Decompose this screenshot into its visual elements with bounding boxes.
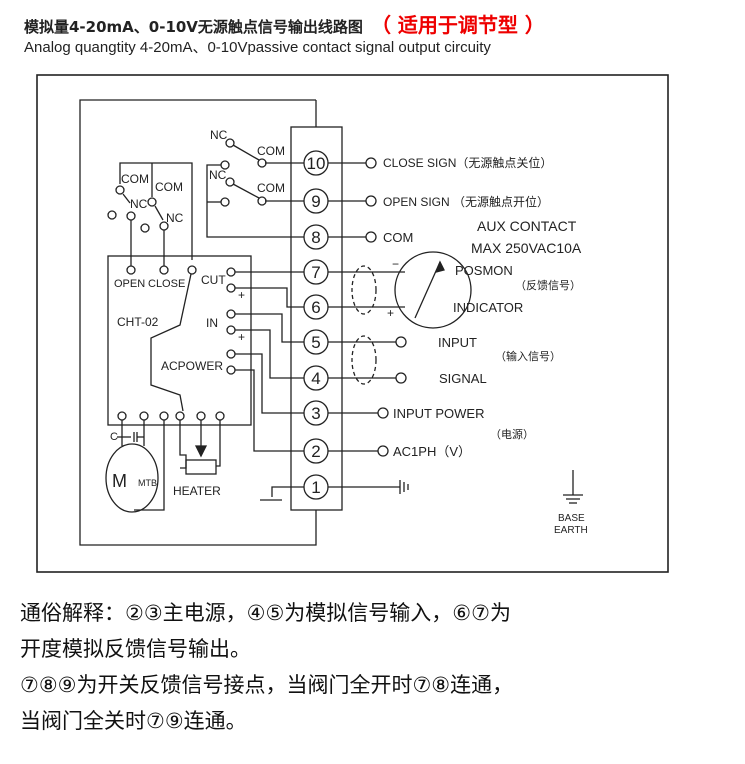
title-en: Analog quangtity 4-20mA、0-10Vpassive con… — [24, 39, 491, 56]
explanation: 通俗解释：②③主电源，④⑤为模拟信号输入，⑥⑦为开度模拟反馈信号输出。⑦⑧⑨为开… — [20, 601, 514, 733]
svg-text:MTB: MTB — [138, 478, 157, 488]
terminal-number: 5 — [311, 333, 320, 352]
svg-text:+: + — [238, 330, 245, 344]
label-input-cn: （输入信号） — [495, 349, 561, 363]
terminal-number: 2 — [311, 442, 320, 461]
label-cut: CUT — [201, 273, 226, 287]
svg-text:NC: NC — [166, 211, 184, 225]
label-feedback: （反馈信号） — [515, 279, 581, 292]
label-aux2: MAX 250VAC10A — [471, 240, 582, 256]
title-cn: 模拟量4-20mA、0-10V无源触点信号输出线路图（ 适用于调节型 ） — [24, 13, 545, 37]
cht-terminal — [139, 411, 149, 421]
label-earth: EARTH — [554, 525, 588, 536]
left-wiring — [105, 138, 304, 513]
label-close: CLOSE — [148, 278, 185, 290]
label-signal: SIGNAL — [439, 371, 487, 386]
terminal-number: 8 — [311, 228, 320, 247]
label-model: CHT-02 — [117, 315, 159, 329]
label-acpower: ACPOWER — [161, 359, 223, 373]
outer-frame — [36, 74, 669, 573]
terminal-number: 3 — [311, 404, 320, 423]
heater-resistor — [185, 459, 217, 475]
svg-text:C: C — [110, 431, 118, 443]
terminal-number: 7 — [311, 263, 320, 282]
label-input-power: INPUT POWER — [393, 406, 485, 421]
label-motor: M — [112, 471, 127, 491]
svg-text:+: + — [238, 288, 245, 302]
label-in: IN — [206, 316, 218, 330]
label-heater: HEATER — [173, 484, 221, 498]
label-com: COM — [383, 230, 413, 245]
label-close-sign: CLOSE SIGN（无源触点关位） — [383, 155, 552, 170]
svg-text:+: + — [387, 306, 394, 320]
cht-terminal — [196, 411, 206, 421]
svg-text:COM: COM — [257, 144, 285, 158]
terminal-number: 1 — [311, 478, 320, 497]
terminal-number: 9 — [311, 192, 320, 211]
cht-terminal — [175, 411, 185, 421]
svg-text:NC: NC — [209, 168, 227, 182]
cht-terminal — [159, 411, 169, 421]
label-open-sign: OPEN SIGN （无源触点开位） — [383, 194, 549, 209]
label-indicator: INDICATOR — [453, 300, 523, 315]
svg-text:COM: COM — [155, 180, 183, 194]
cht-terminal — [215, 411, 225, 421]
svg-text:NC: NC — [130, 197, 148, 211]
svg-text:−: − — [241, 265, 248, 279]
posmon-meter — [394, 251, 472, 329]
label-base: BASE — [558, 513, 585, 524]
terminal-number: 10 — [307, 154, 326, 173]
label-posmon: POSMON — [455, 263, 513, 278]
terminal-number: 6 — [311, 298, 320, 317]
label-power-cn: （电源） — [490, 427, 534, 441]
label-ac1ph: AC1PH（V） — [393, 444, 471, 459]
terminal-number: 4 — [311, 369, 320, 388]
cht-terminal — [117, 411, 127, 421]
right-wiring — [328, 157, 583, 504]
svg-text:NC: NC — [210, 128, 228, 142]
svg-text:COM: COM — [257, 181, 285, 195]
title-red: （ 适用于调节型 ） — [370, 13, 545, 37]
motor — [105, 443, 159, 513]
svg-text:−: − — [241, 307, 248, 321]
label-aux1: AUX CONTACT — [477, 218, 577, 234]
svg-text:COM: COM — [121, 172, 149, 186]
label-input: INPUT — [438, 335, 477, 350]
svg-text:−: − — [392, 257, 399, 271]
label-open: OPEN — [114, 278, 145, 290]
